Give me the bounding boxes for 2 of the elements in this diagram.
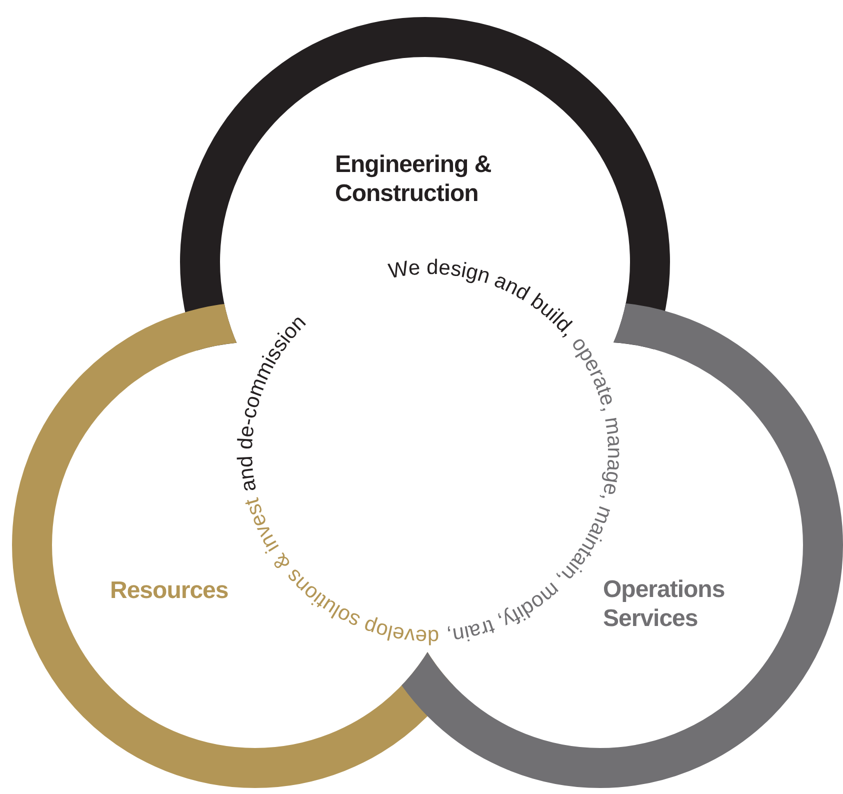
ring-heading: Resources <box>110 576 230 605</box>
ring-heading: Engineering & Construction <box>335 150 492 208</box>
